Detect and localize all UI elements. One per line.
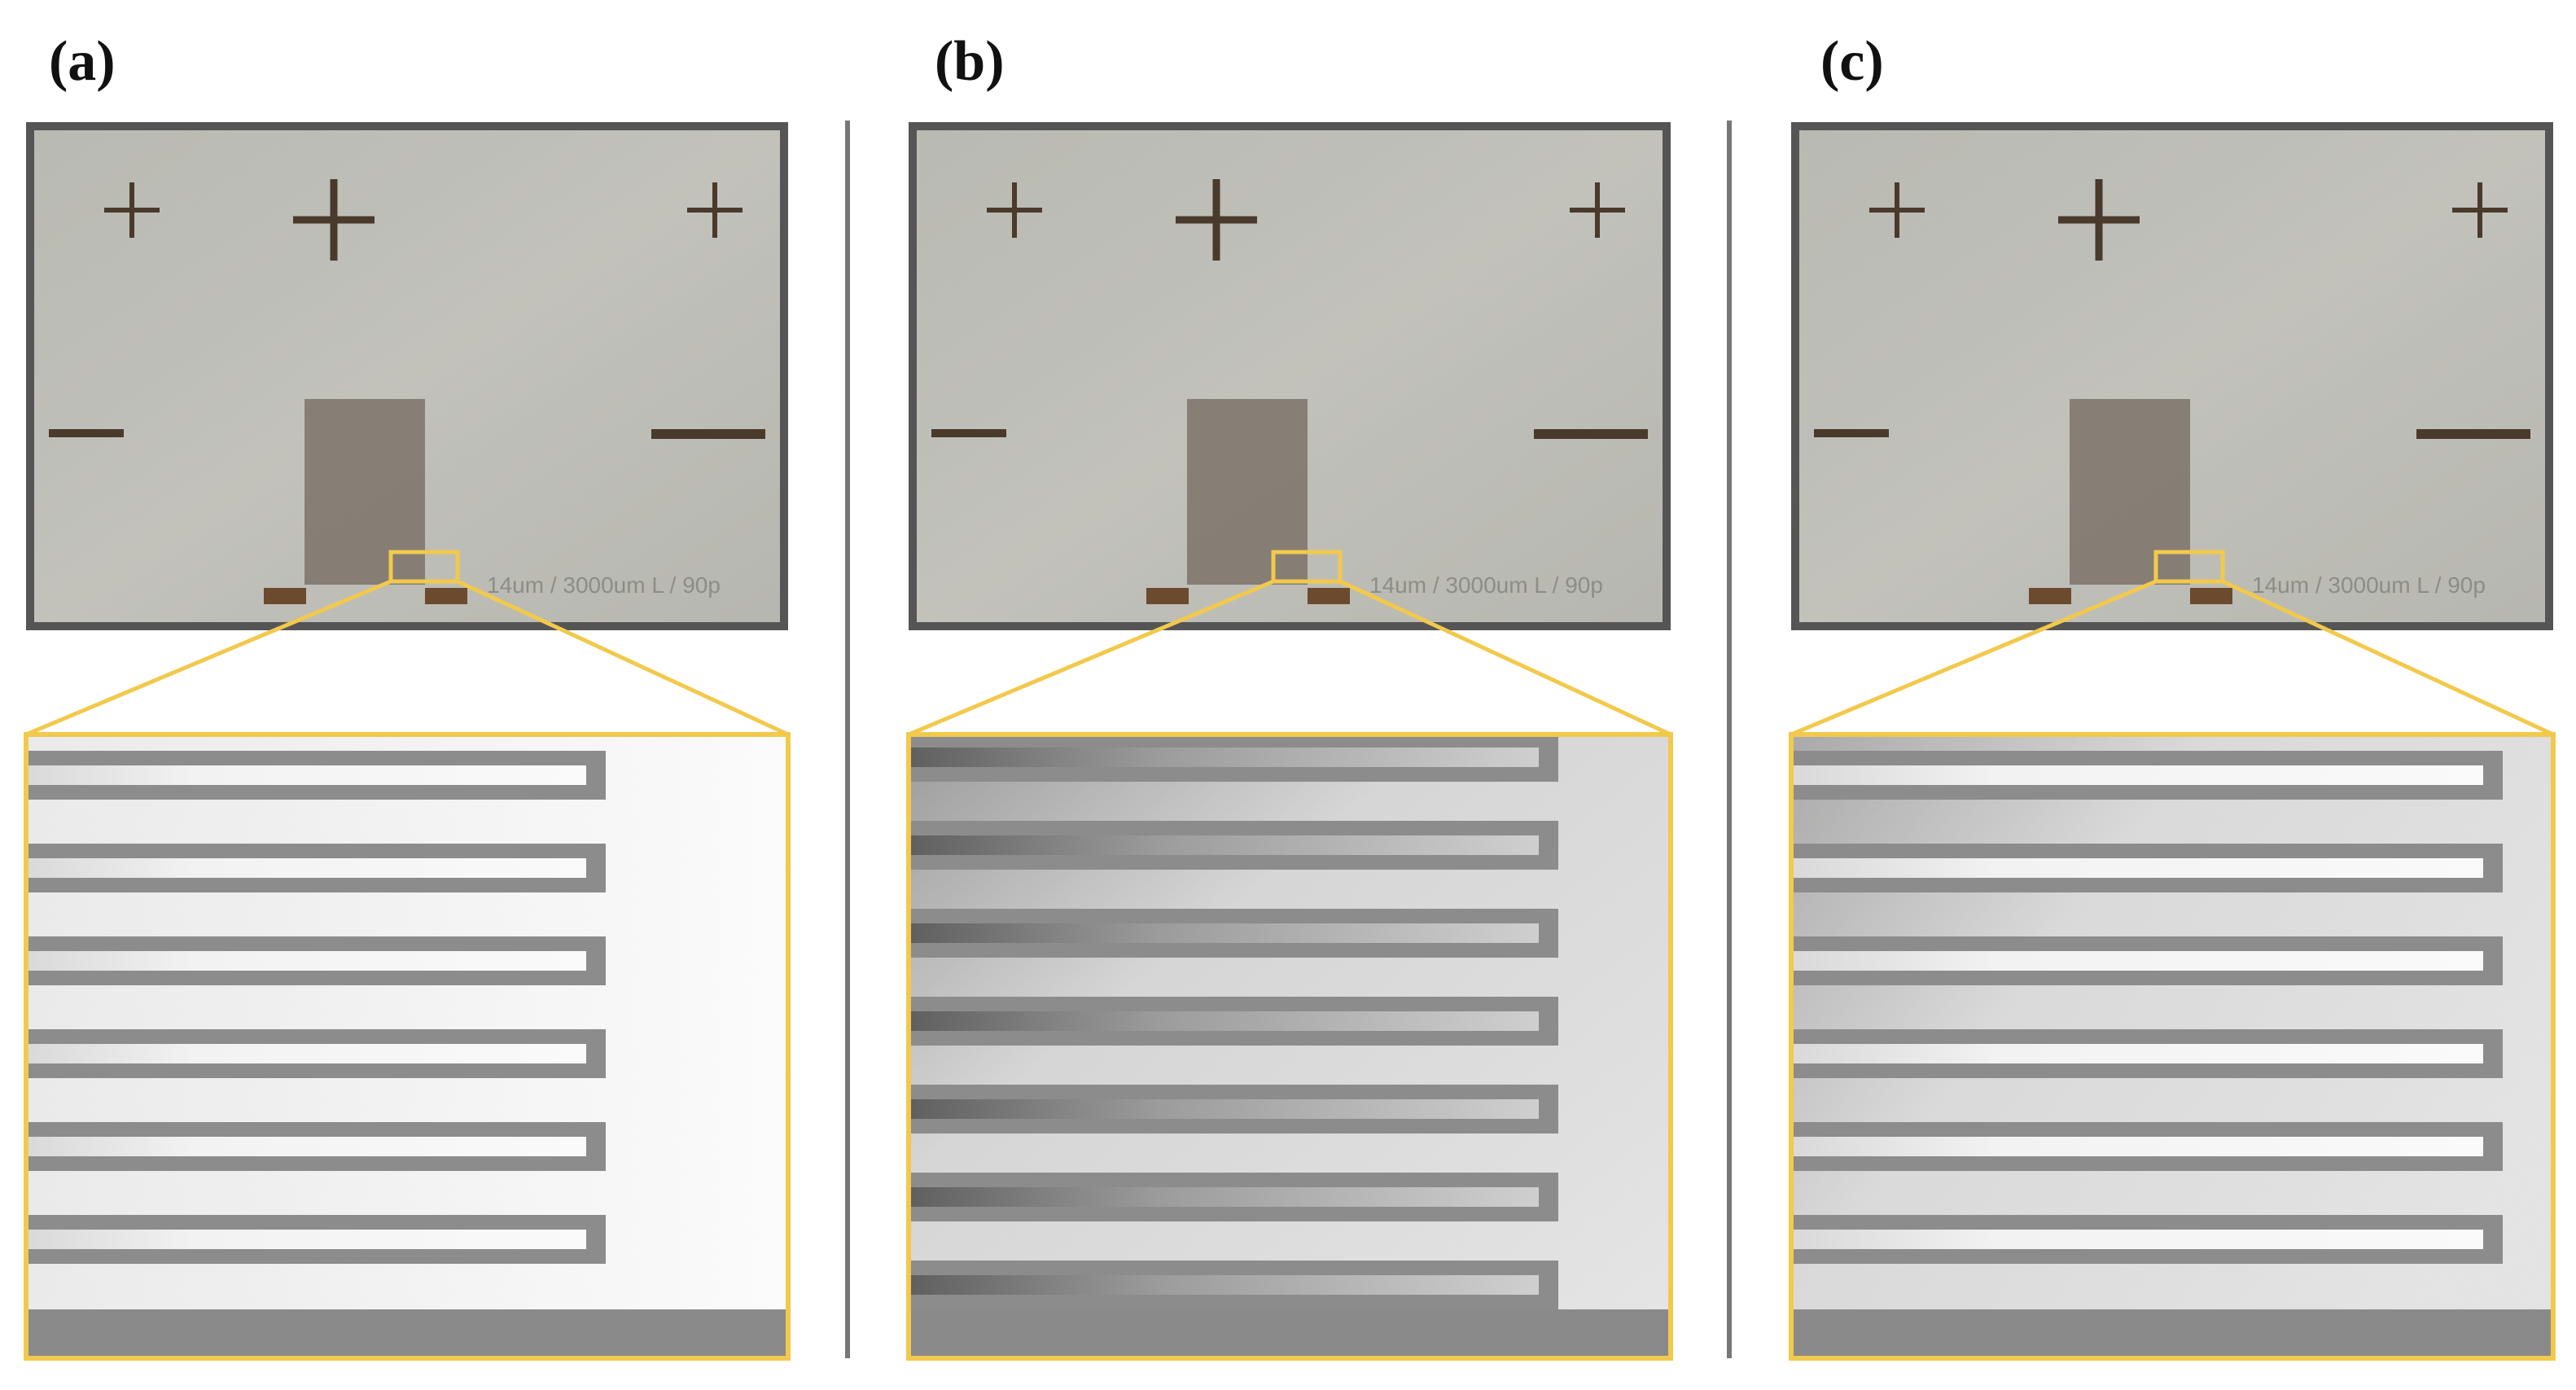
panel-label-a: (a) — [49, 30, 116, 93]
bus-bar — [909, 1309, 1671, 1358]
electrode-gap — [26, 1137, 586, 1156]
alignment-cross — [2477, 182, 2482, 238]
alignment-cross — [1212, 179, 1220, 261]
electrode-gap — [909, 1011, 1539, 1031]
zoom-frame — [24, 732, 791, 1361]
alignment-cross — [712, 182, 717, 238]
alignment-dash — [651, 429, 765, 439]
electrode-gap — [26, 1044, 586, 1063]
alignment-cross — [330, 179, 338, 261]
panel-a: 14um / 3000um L / 90p — [24, 122, 791, 1361]
zoom-region-box — [1271, 550, 1343, 584]
contact-pad — [304, 399, 425, 585]
electrode-gap — [909, 1275, 1539, 1295]
alignment-cross — [129, 182, 134, 238]
zoom-region-box — [2153, 550, 2225, 584]
chip-text: 14um / 3000um L / 90p — [2252, 572, 2486, 598]
bus-bar — [1791, 1309, 2553, 1358]
electrode-gap — [26, 951, 586, 971]
alignment-dash — [49, 429, 124, 437]
electrode-gap — [1791, 951, 2483, 971]
panel-c: 14um / 3000um L / 90p — [1789, 122, 2556, 1361]
electrode-gap — [1791, 765, 2483, 785]
alignment-cross — [2095, 179, 2103, 261]
electrode-gap — [909, 835, 1539, 855]
alignment-dash — [2416, 429, 2530, 439]
zoom-line — [1338, 579, 1672, 737]
electrode-gap — [26, 765, 586, 785]
alignment-cross — [1012, 182, 1017, 238]
zoom-line — [2221, 579, 2555, 737]
panel-label-c: (c) — [1820, 30, 1884, 93]
alignment-cross — [1595, 182, 1600, 238]
zoom-line — [25, 579, 392, 737]
contact-tab — [425, 588, 467, 604]
alignment-cross — [1895, 182, 1899, 238]
contact-tab — [2190, 588, 2232, 604]
zoom-line — [908, 579, 1274, 737]
zoom-region-box — [388, 550, 460, 584]
contact-tab — [1308, 588, 1350, 604]
electrode-gap — [909, 748, 1539, 767]
bus-bar — [26, 1309, 788, 1358]
contact-tab — [1146, 588, 1189, 604]
electrode-gap — [26, 1230, 586, 1249]
figure-layer: 14um / 3000um L / 90p 14um / 3000um L / 9… — [24, 121, 2556, 1361]
electrode-gap — [909, 1099, 1539, 1119]
contact-tab — [2029, 588, 2071, 604]
electrode-gap — [26, 858, 586, 878]
electrode-gap — [1791, 858, 2483, 878]
electrode-gap — [1791, 1230, 2483, 1249]
electrode-gap — [1791, 1137, 2483, 1156]
alignment-dash — [931, 429, 1006, 437]
electrode-gap — [909, 1187, 1539, 1207]
panel-b: 14um / 3000um L / 90p — [906, 122, 1673, 1361]
zoom-frame — [906, 732, 1673, 1361]
alignment-dash — [1534, 429, 1648, 439]
contact-tab — [264, 588, 306, 604]
zoom-line — [1790, 579, 2157, 737]
zoom-line — [456, 579, 790, 737]
chip-text: 14um / 3000um L / 90p — [487, 572, 721, 598]
zoom-frame — [1789, 732, 2556, 1361]
alignment-dash — [1814, 429, 1889, 437]
chip-text: 14um / 3000um L / 90p — [1369, 572, 1603, 598]
electrode-gap — [1791, 1044, 2483, 1063]
contact-pad — [1187, 399, 1308, 585]
contact-pad — [2070, 399, 2190, 585]
electrode-gap — [909, 923, 1539, 943]
panel-label-b: (b) — [935, 30, 1005, 93]
